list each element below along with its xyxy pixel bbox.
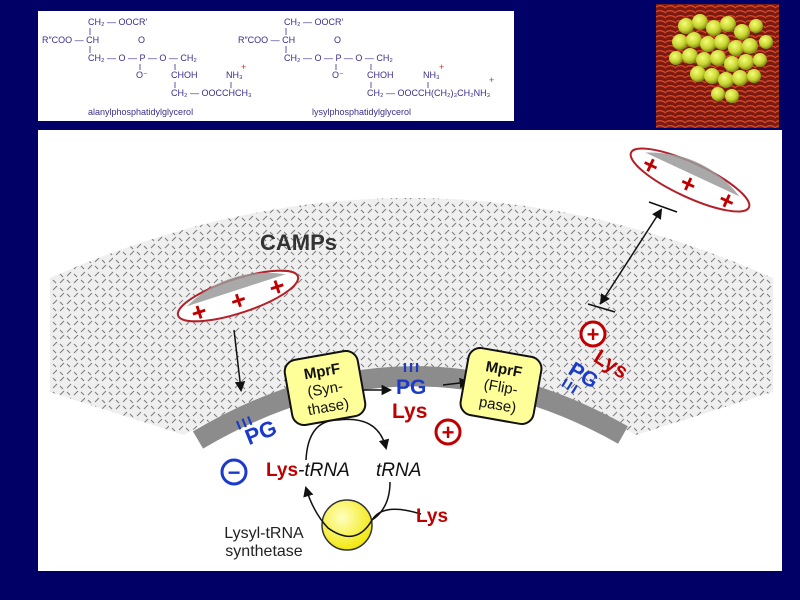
mprf-synthase-title: MprF [303, 360, 342, 383]
alanyl-charge: + [241, 62, 246, 72]
lys-trna-suffix: -tRNA [298, 460, 350, 481]
camp-peptide-left: + + + [176, 269, 300, 328]
lysyl-caption: lysylphosphatidylglycerol [312, 107, 411, 117]
mprf-flippase-title: MprF [484, 358, 523, 381]
lys-pg-middle-pg: PG [396, 376, 426, 399]
cell-wall-band [50, 198, 773, 435]
mprf-flippase-sub2: pase) [478, 394, 518, 417]
mprf-synthase-enzyme: MprF (Syn- thase) [283, 349, 367, 427]
lysyl-line4c: NH₃ [423, 70, 440, 80]
mprf-synthase-sub2: thase) [306, 395, 350, 419]
lysyl-trna-synthetase-sphere [321, 499, 373, 551]
camps-label: CAMPs [260, 230, 337, 255]
lysyl-line4b: CHOH [367, 70, 394, 80]
lys-trna-label: Lys-tRNA [266, 460, 350, 481]
alanyl-line2b: O [138, 35, 145, 45]
synthetase-label-line1: Lysyl-tRNA [224, 525, 304, 542]
camp-attraction-arrow [233, 329, 246, 393]
alanyl-line3: CH₂ — O — P — O — CH₂ [88, 53, 197, 63]
mechanism-diagram-svg: CAMPs + + + + + + [50, 147, 773, 560]
alanyl-line4a: O⁻ [136, 70, 148, 80]
synthetase-cycle-arrow [303, 485, 422, 537]
alanyl-caption: alanylphosphatidylglycerol [88, 107, 193, 117]
lysyl-charge-1: + [439, 62, 444, 72]
repulsion-distance-indicator [587, 201, 678, 313]
camp-peptide-right: + + + [629, 147, 751, 217]
lys-pg-middle: PG Lys + [392, 363, 462, 446]
cell-membrane [192, 366, 628, 449]
lysyl-line1: CH₂ — OOCR′ [284, 17, 343, 27]
alanyl-line5: CH₂ — OOCCHCH₃ [171, 88, 252, 98]
lys-trna-to-synthase-arrow [305, 418, 390, 461]
alanyl-line4c: NH₃ [226, 70, 243, 80]
synthetase-label-line2: synthetase [225, 543, 302, 560]
chemical-structures-panel: CH₂ — OOCR′ R″COO — CH O CH₂ — O — P — O… [38, 11, 514, 121]
negative-charge-icon: − [220, 458, 248, 486]
lys-trna-lys: Lys [266, 460, 298, 481]
negative-charge-sign: − [228, 460, 241, 485]
mprf-synthase-sub1: (Syn- [306, 378, 344, 401]
alanyl-line2a: R″COO — CH [42, 35, 99, 45]
lysyl-line3: CH₂ — O — P — O — CH₂ [284, 53, 393, 63]
mprf-flippase-sub1: (Flip- [482, 376, 519, 399]
chemical-structures: CH₂ — OOCR′ R″COO — CH O CH₂ — O — P — O… [42, 17, 494, 117]
lysyl-line4a: O⁻ [332, 70, 344, 80]
lysyl-line2b: O [334, 35, 341, 45]
bacteria-micrograph [656, 4, 779, 128]
lysyl-line2a: R″COO — CH [238, 35, 295, 45]
alanyl-structure: CH₂ — OOCR′ R″COO — CH O CH₂ — O — P — O… [42, 17, 252, 117]
free-lys-label: Lys [416, 506, 448, 527]
mprf-flippase-enzyme: MprF (Flip- pase) [459, 346, 543, 426]
alanyl-line4b: CHOH [171, 70, 198, 80]
bacteria-micrograph-image [656, 4, 779, 128]
lysyl-structure: CH₂ — OOCR′ R″COO — CH O CH₂ — O — P — O… [238, 17, 494, 117]
lys-pg-middle-lys: Lys [392, 400, 427, 423]
lys-pg-middle-charge: + [442, 420, 455, 445]
trna-to-synthetase-line [371, 481, 391, 521]
lys-pg-right-charge: + [587, 322, 600, 347]
alanyl-line1: CH₂ — OOCR′ [88, 17, 147, 27]
lysyl-charge-2: + [489, 75, 494, 85]
mprf-mechanism-diagram: CAMPs + + + + + + [38, 130, 782, 571]
lysyl-line5: CH₂ — OOCCH(CH₂)₃CH₂NH₃ [367, 88, 491, 98]
trna-label: tRNA [376, 460, 421, 481]
